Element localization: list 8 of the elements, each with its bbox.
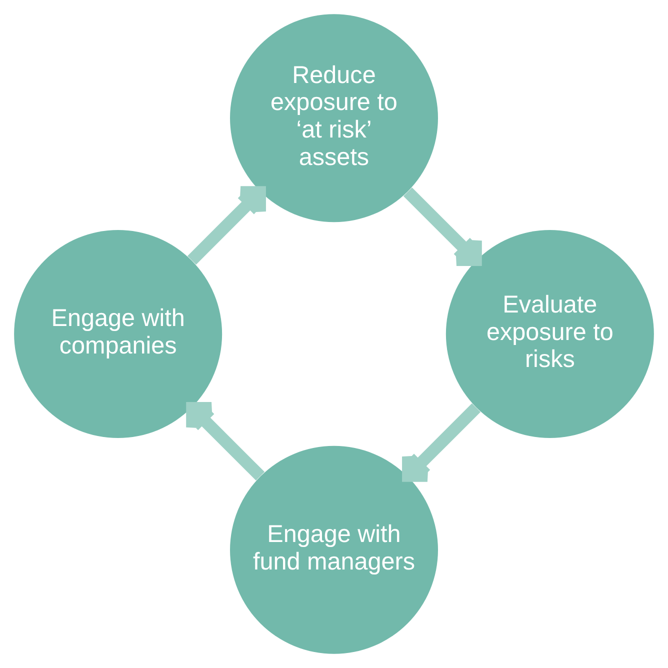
node-circle: Engage with companies: [14, 230, 222, 438]
arrow: [188, 186, 266, 265]
node-circle: Engage with fund managers: [230, 446, 438, 654]
node-circle: Reduce exposure to ‘at risk’ assets: [230, 14, 438, 222]
arrow: [403, 187, 482, 266]
arrow: [186, 402, 265, 480]
arrow: [402, 403, 481, 482]
node-circle: Evaluate exposure to risks: [446, 230, 654, 438]
